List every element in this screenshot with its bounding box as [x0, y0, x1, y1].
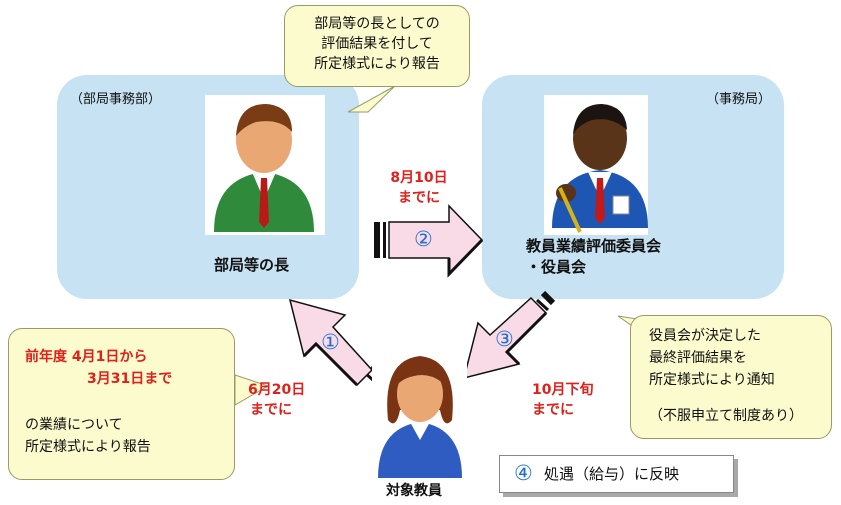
committee-caption-line1: 教員業績評価委員会	[526, 237, 662, 255]
dept-head-person-icon	[205, 95, 325, 235]
right-callout: 役員会が決定した 最終評価結果を 所定様式により通知 （不服申立て制度あり）	[630, 315, 832, 439]
right-callout-line: 役員会が決定した	[649, 328, 761, 344]
left-callout-tail	[234, 374, 270, 406]
period-line1: 前年度 4月1日から	[25, 349, 148, 365]
left-callout: 前年度 4月1日から 3月31日まで の業績について 所定様式により報告	[8, 328, 235, 480]
arrow-step2	[374, 204, 484, 278]
dept-panel-tag: （部局事務部）	[70, 92, 162, 107]
right-callout-line: （不服申立て制度あり）	[649, 408, 803, 424]
office-panel-tag: （事務局）	[706, 92, 772, 107]
step3-deadline-suffix: までに	[532, 402, 574, 418]
step4-text: 処遇（給与）に反映	[544, 465, 680, 483]
office-staff-person-icon	[544, 95, 648, 235]
teacher-person-icon	[372, 352, 467, 482]
step1-deadline-suffix: までに	[250, 402, 292, 418]
top-callout-line: 評価結果を付して	[321, 36, 433, 52]
left-callout-line4: 所定様式により報告	[25, 439, 151, 455]
right-callout-line: 所定様式により通知	[649, 372, 775, 388]
top-callout: 部局等の長としての 評価結果を付して 所定様式により報告	[284, 5, 470, 87]
step1-deadline-date: 6月20日	[248, 382, 306, 398]
committee-caption-line2: ・役員会	[526, 258, 587, 276]
arrow-step3	[462, 290, 556, 380]
period-line2: 3月31日まで	[87, 371, 173, 387]
step2-deadline-suffix: までに	[398, 190, 440, 206]
step4-number: ④	[514, 461, 533, 485]
top-callout-tail	[347, 85, 396, 113]
teacher-caption: 対象教員	[386, 483, 442, 499]
dept-head-caption: 部局等の長	[214, 256, 290, 274]
step4-box: ④ 処遇（給与）に反映	[499, 455, 734, 493]
step2-deadline-date: 8月10日	[390, 170, 448, 186]
step3-deadline-date: 10月下旬	[532, 382, 594, 398]
step2-number: ②	[414, 227, 433, 251]
step1-number: ①	[321, 330, 340, 354]
top-callout-line: 部局等の長としての	[314, 16, 440, 32]
left-callout-line3: の業績について	[25, 417, 123, 433]
right-callout-line: 最終評価結果を	[649, 350, 747, 366]
step3-number: ③	[495, 327, 514, 351]
top-callout-line: 所定様式により報告	[314, 56, 440, 72]
